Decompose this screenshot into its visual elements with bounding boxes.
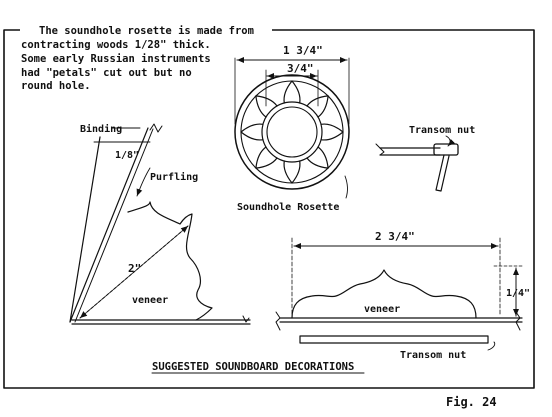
- label-veneer-left: veneer: [132, 295, 168, 306]
- label-purfling: Purfling: [150, 171, 198, 183]
- rosette-petal: [255, 146, 278, 169]
- rosette-petal: [283, 80, 301, 104]
- figure-caption: SUGGESTED SOUNDBOARD DECORATIONS: [152, 361, 354, 373]
- purfling-arrow: [136, 167, 151, 197]
- angle-line: [69, 136, 101, 323]
- transom-nut-bottom-leader: [487, 341, 496, 351]
- bridge-break-right: [515, 311, 521, 331]
- label-veneer-right: veneer: [364, 304, 400, 315]
- transom-nut-leg: [435, 154, 450, 192]
- binding-edge-inner: [74, 128, 154, 323]
- label-rosette-inner: 3/4": [287, 62, 314, 75]
- binding-edge-outer: [69, 127, 149, 323]
- note-line-3: Some early Russian instruments: [21, 53, 211, 65]
- nut-break-mark: [375, 143, 385, 156]
- note-background: [20, 18, 272, 88]
- note-line-4: had "petals" cut out but no: [21, 67, 192, 79]
- rosette-petal: [306, 146, 329, 169]
- rosette-petal: [306, 95, 329, 118]
- break-mark-right: [242, 315, 250, 323]
- rosette-petals: [240, 80, 344, 184]
- label-transom-nut-bottom: Transom nut: [400, 350, 466, 361]
- rosette-outer-ring: [234, 74, 350, 190]
- rosette-petal: [240, 123, 264, 141]
- label-transom-nut-top: Transom nut: [409, 125, 475, 136]
- rosette-inner-ring: [261, 101, 323, 163]
- transom-nut-block: [433, 143, 459, 156]
- rosette-note: The soundhole rosette is made from contr…: [21, 25, 254, 92]
- bridge-decoration: [275, 237, 525, 351]
- label-binding-width: 1/8": [115, 150, 139, 161]
- label-corner-length: 2": [128, 262, 141, 275]
- rosette-petal: [283, 160, 301, 184]
- note-line-2: contracting woods 1/28" thick.: [21, 39, 211, 51]
- veneer-outline-right: [291, 269, 477, 319]
- label-soundhole-rosette: Soundhole Rosette: [237, 202, 339, 213]
- rosette-petal: [320, 123, 344, 141]
- rosette-label-leader: [344, 175, 348, 199]
- transom-nut-detail: [375, 135, 459, 192]
- note-line-5: round hole.: [21, 80, 91, 92]
- break-mark-top: [149, 123, 163, 133]
- label-bridge-height: 1/4": [506, 288, 530, 299]
- figure-label: Fig. 24: [446, 395, 497, 409]
- veneer-outline-left: [127, 201, 213, 321]
- note-line-1: The soundhole rosette is made from: [39, 25, 254, 37]
- label-bridge-width: 2 3/4": [375, 230, 415, 243]
- corner-decoration: [69, 123, 251, 325]
- bridge-break-left: [275, 311, 281, 331]
- soundhole: [266, 106, 318, 158]
- soundhole-rosette: [234, 57, 350, 199]
- rosette-petal: [255, 95, 278, 118]
- transom-nut-leader: [445, 135, 456, 147]
- label-rosette-outer: 1 3/4": [283, 44, 323, 57]
- transom-nut-bar: [299, 335, 489, 344]
- label-binding: Binding: [80, 123, 122, 135]
